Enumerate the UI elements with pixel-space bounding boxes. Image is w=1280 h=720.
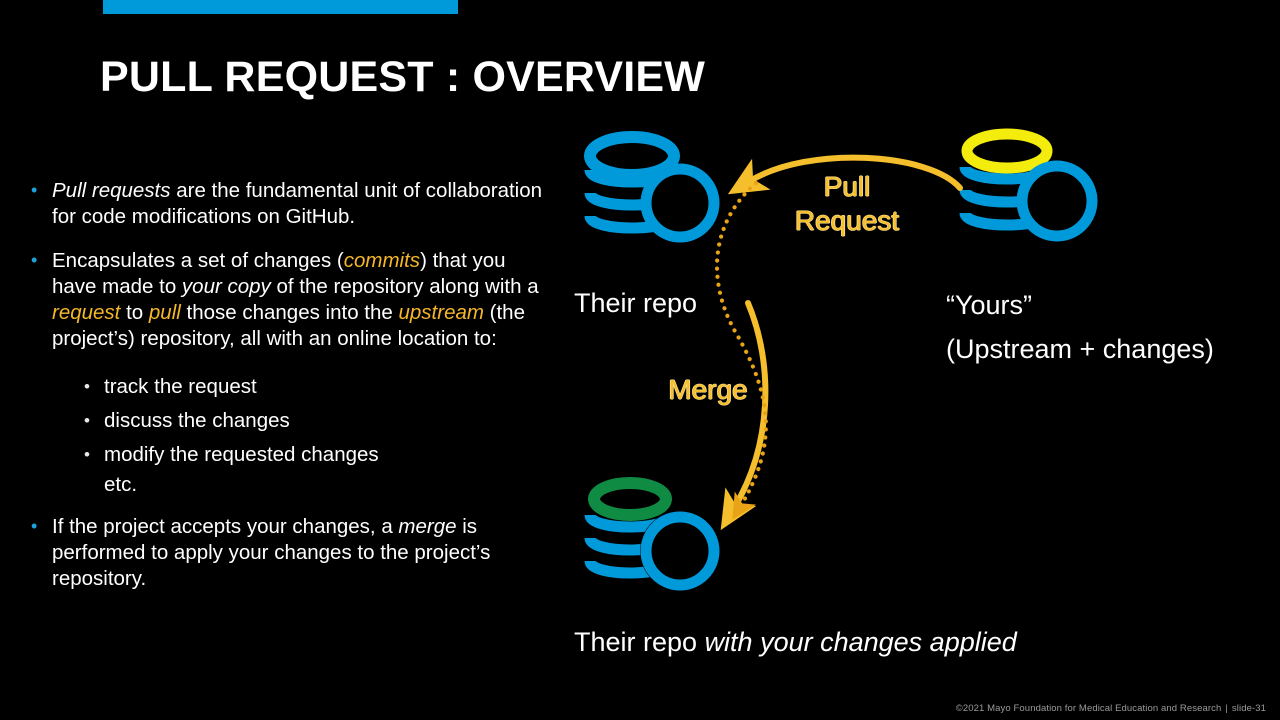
footer-slide-number: slide-31 xyxy=(1231,703,1266,714)
bullet-run-text: (the project’s) repository, all with an … xyxy=(52,301,525,350)
bullet-run-italic: Pull requests xyxy=(52,179,171,202)
repo-icon-their-repo-merged xyxy=(580,473,730,603)
label-yours-line1: “Yours” xyxy=(946,290,1033,320)
sub-bullet-list: track the request discuss the changes mo… xyxy=(26,370,546,498)
bullet-run-text: ) that you have made to xyxy=(52,249,506,298)
bullet-list: Pull requests are the fundamental unit o… xyxy=(26,177,546,610)
pull-request-line2: Request xyxy=(794,205,900,236)
label-yours-line2: (Upstream + changes) xyxy=(946,334,1214,364)
label-their-repo: Their repo xyxy=(574,288,698,318)
label-merge: Merge xyxy=(668,374,748,405)
label-yours-repo: “Yours” (Upstream + changes) xyxy=(946,283,1214,371)
sub-bullet-item-2: discuss the changes xyxy=(26,404,546,438)
repo-icon-yours-repo xyxy=(955,125,1105,255)
bullet-item-2: Encapsulates a set of changes (commits) … xyxy=(26,247,546,352)
footer-separator: | xyxy=(1225,703,1228,714)
bullet-run-text: is performed to apply your changes to th… xyxy=(52,515,491,590)
bullet-item-3: If the project accepts your changes, a m… xyxy=(26,513,546,592)
bullet-run-text: those changes into the xyxy=(180,301,399,324)
slide-footer: ©2021 Mayo Foundation for Medical Educat… xyxy=(956,703,1266,714)
top-accent-bar xyxy=(103,0,458,14)
repo-icon-their-repo xyxy=(580,130,730,260)
bullet-run-italic: merge xyxy=(398,515,457,538)
keyword-upstream: upstream xyxy=(398,301,484,324)
bullet-run-text: are the fundamental unit of collaboratio… xyxy=(52,179,543,228)
bullet-item-1: Pull requests are the fundamental unit o… xyxy=(26,177,546,230)
keyword-commits: commits xyxy=(343,249,421,272)
bullet-run-text: to xyxy=(120,301,149,324)
sub-bullet-continuation: etc. xyxy=(104,473,138,496)
bullet-run-text: of the repository along with a xyxy=(270,275,539,298)
keyword-request: request xyxy=(52,301,121,324)
pull-request-line1: Pull xyxy=(823,171,871,202)
bullet-run-italic: your copy xyxy=(181,275,271,298)
pull-request-diagram: Their repo “Yours” (Upstream + changes) xyxy=(560,115,1280,675)
label-their-repo-merged: Their repo with your changes applied xyxy=(574,620,1017,664)
sub-bullet-item-1: track the request xyxy=(26,370,546,404)
keyword-pull: pull xyxy=(148,301,181,324)
bullet-run-text: If the project accepts your changes, a xyxy=(52,515,399,538)
label-merged-italic: with your changes applied xyxy=(704,627,1017,657)
label-merged-normal: Their repo xyxy=(574,627,705,657)
bullet-run-text: Encapsulates a set of changes ( xyxy=(52,249,344,272)
sub-bullet-item-3: modify the requested changes etc. xyxy=(26,438,546,498)
label-pull-request: Pull Request xyxy=(782,170,912,238)
sub-bullet-text: modify the requested changes xyxy=(104,443,379,466)
page-title: PULL REQUEST : OVERVIEW xyxy=(100,53,706,101)
footer-copyright: ©2021 Mayo Foundation for Medical Educat… xyxy=(955,703,1222,714)
